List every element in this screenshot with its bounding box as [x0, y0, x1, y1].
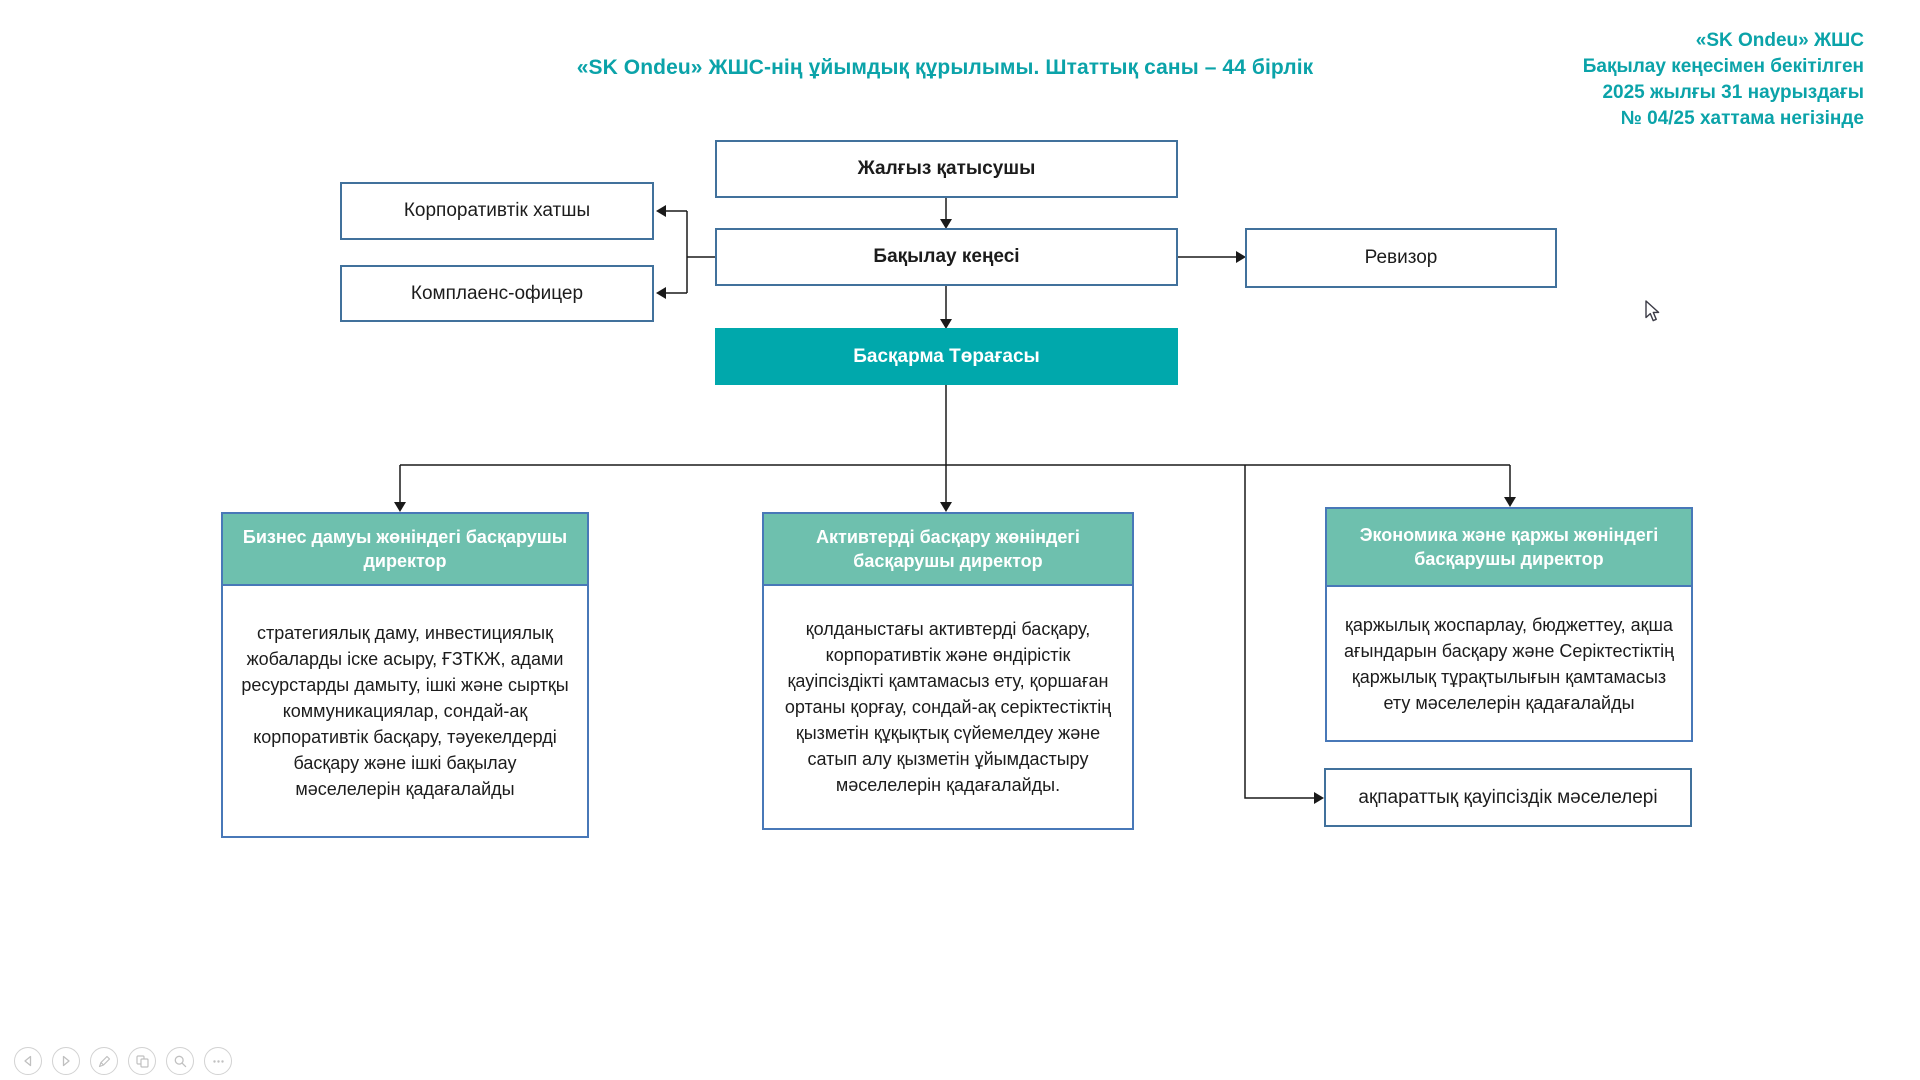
- pen-icon: [97, 1054, 112, 1069]
- approval-note-line: 2025 жылғы 31 наурыздағы: [1602, 82, 1864, 103]
- director-header: Экономика және қаржы жөніндегі басқарушы…: [1325, 507, 1693, 587]
- director-description: қолданыстағы активтерді басқару, корпора…: [762, 586, 1134, 830]
- director-card-business-development: Бизнес дамуы жөніндегі басқарушы директо…: [221, 512, 589, 838]
- director-header: Бизнес дамуы жөніндегі басқарушы директо…: [221, 512, 589, 586]
- ellipsis-icon: [211, 1054, 226, 1069]
- node-corporate-secretary: Корпоративтік хатшы: [340, 182, 654, 240]
- approval-note-line: «SK Ondeu» ЖШС: [1695, 30, 1864, 51]
- node-auditor: Ревизор: [1245, 228, 1557, 288]
- node-supervisory-board: Бақылау кеңесі: [715, 228, 1178, 286]
- page-title: «SK Ondeu» ЖШС-нің ұйымдық құрылымы. Шта…: [576, 56, 1314, 79]
- approval-note-line: № 04/25 хаттама негізінде: [1620, 108, 1864, 129]
- mouse-cursor: [1645, 300, 1667, 329]
- node-information-security: ақпараттық қауіпсіздік мәселелері: [1324, 768, 1692, 827]
- director-card-economy-finance: Экономика және қаржы жөніндегі басқарушы…: [1325, 507, 1693, 742]
- see-all-slides-icon: [135, 1054, 150, 1069]
- next-slide-icon: [59, 1054, 73, 1068]
- director-card-asset-management: Активтерді басқару жөніндегі басқарушы д…: [762, 512, 1134, 830]
- director-header: Активтерді басқару жөніндегі басқарушы д…: [762, 512, 1134, 586]
- next-slide-button[interactable]: [52, 1047, 80, 1075]
- pen-tools-button[interactable]: [90, 1047, 118, 1075]
- approval-note: «SK Ondeu» ЖШС Бақылау кеңесімен бекітіл…: [1583, 28, 1864, 132]
- see-all-slides-button[interactable]: [128, 1047, 156, 1075]
- node-sole-participant: Жалғыз қатысушы: [715, 140, 1178, 198]
- node-compliance-officer: Комплаенс-офицер: [340, 265, 654, 322]
- slideshow-controls: [14, 1047, 232, 1075]
- node-chairman: Басқарма Төрағасы: [715, 328, 1178, 385]
- zoom-slide-button[interactable]: [166, 1047, 194, 1075]
- director-description: қаржылық жоспарлау, бюджеттеу, ақша ағын…: [1325, 587, 1693, 742]
- approval-note-line: Бақылау кеңесімен бекітілген: [1582, 56, 1864, 77]
- previous-slide-button[interactable]: [14, 1047, 42, 1075]
- more-options-button[interactable]: [204, 1047, 232, 1075]
- previous-slide-icon: [21, 1054, 35, 1068]
- director-description: стратегиялық даму, инвестициялық жобалар…: [221, 586, 589, 838]
- magnifier-icon: [173, 1054, 188, 1069]
